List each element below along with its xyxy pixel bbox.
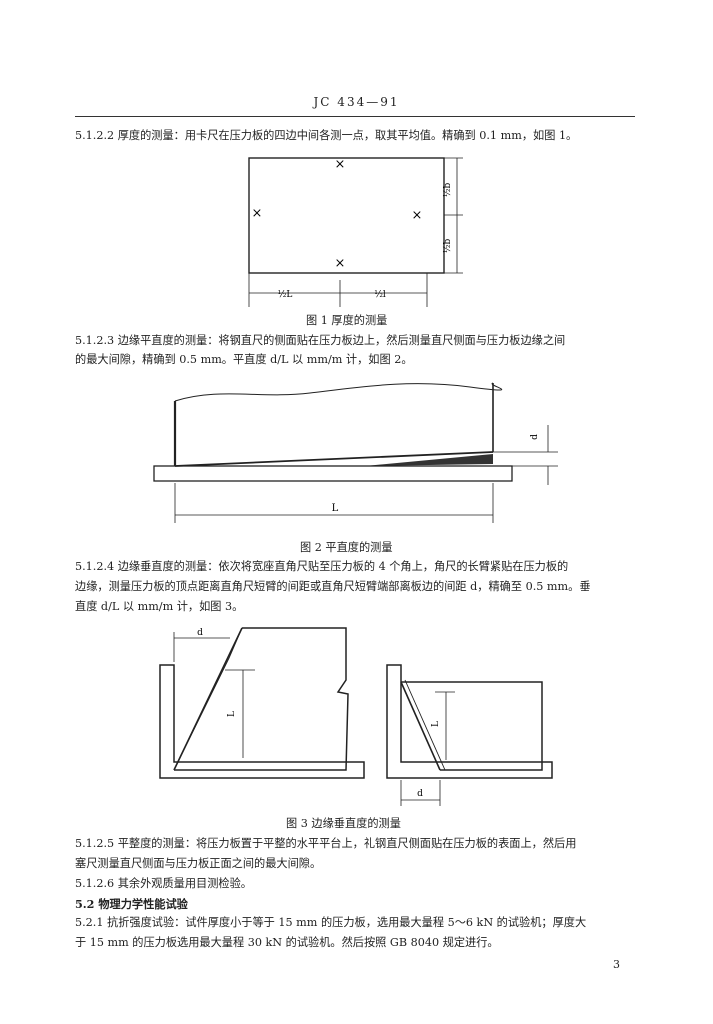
section-5-2-heading: 5.2 物理力学性能试验: [75, 897, 188, 911]
dim-L-right: L: [431, 721, 441, 727]
section-5-2-1-line1: 5.2.1 抗折强度试验：试件厚度小于等于 15 mm 的压力板，选用最大量程 …: [75, 916, 587, 929]
page-number: 3: [613, 958, 620, 971]
dim-L-label: L: [332, 503, 339, 514]
section-5-2-1-line2: 于 15 mm 的压力板选用最大量程 30 kN 的试验机。然后按照 GB 80…: [75, 936, 499, 949]
dim-half-l-left: ½L: [278, 289, 293, 300]
dim-d-label: d: [530, 434, 540, 440]
dim-half-b-lower: ½b: [442, 239, 453, 254]
section-5-1-2-6: 5.1.2.6 其余外观质量用目测检验。: [75, 877, 252, 890]
measure-mark-top: ×: [335, 157, 346, 172]
dim-L-left: L: [227, 711, 237, 717]
header-rule: [75, 116, 635, 117]
section-5-1-2-4-line2: 边缘，测量压力板的顶点距离直角尺短臂的间距或直角尺短臂端部离板边的间距 d，精确…: [75, 580, 591, 593]
figure-2-caption: 图 2 平直度的测量: [300, 541, 393, 554]
figure-3-perpendicularity-diagram: d L L d: [159, 627, 553, 806]
measure-mark-right: ×: [412, 208, 423, 223]
measure-mark-bottom: ×: [335, 256, 346, 271]
figure-1-caption: 图 1 厚度的测量: [306, 314, 388, 327]
figure-2-straightness-diagram: d L: [153, 382, 558, 523]
section-5-1-2-3-line2: 的最大间隙，精确到 0.5 mm。平直度 d/L 以 mm/m 计，如图 2。: [75, 353, 413, 366]
section-5-1-2-4-line3: 直度 d/L 以 mm/m 计，如图 3。: [75, 600, 244, 613]
figure-1-thickness-diagram: × × × × ½b ½b ½L ½l: [248, 157, 463, 307]
section-5-1-2-5-line2: 塞尺测量直尺侧面与压力板正面之间的最大间隙。: [75, 857, 322, 870]
measure-mark-left: ×: [252, 206, 263, 221]
dim-d-right: d: [417, 789, 423, 799]
section-5-1-2-3-line1: 5.1.2.3 边缘平直度的测量：将钢直尺的侧面贴在压力板边上，然后测量直尺侧面…: [75, 334, 566, 347]
dim-d-left: d: [197, 628, 203, 638]
section-5-1-2-5-line1: 5.1.2.5 平整度的测量：将压力板置于平整的水平平台上，礼钢直尺侧面贴在压力…: [75, 837, 577, 850]
figure-3-caption: 图 3 边缘垂直度的测量: [286, 817, 401, 830]
dim-half-b-upper: ½b: [442, 183, 453, 198]
section-5-1-2-4-line1: 5.1.2.4 边缘垂直度的测量：依次将宽座直角尺贴至压力板的 4 个角上，角尺…: [75, 560, 569, 573]
dim-half-l-right: ½l: [374, 289, 386, 300]
section-5-1-2-2: 5.1.2.2 厚度的测量：用卡尺在压力板的四边中间各测一点，取其平均值。精确到…: [75, 129, 578, 142]
page-header: JC 434—91: [313, 95, 400, 109]
